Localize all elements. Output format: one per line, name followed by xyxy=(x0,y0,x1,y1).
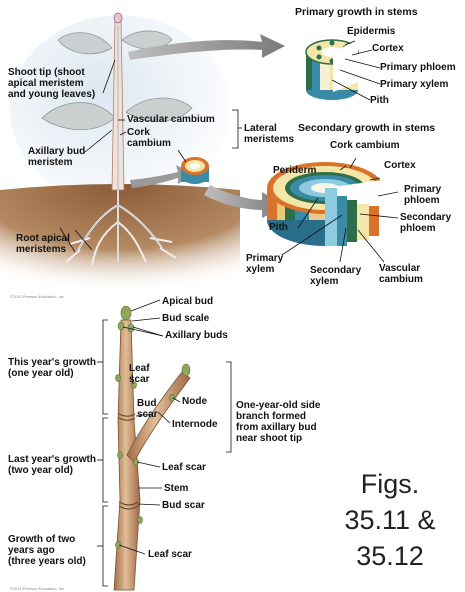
label-vascular-cambium: Vascular cambium xyxy=(127,114,215,125)
bottom-copyright: ©2011 Pearson Education, Inc. xyxy=(10,586,65,591)
label-periderm: Periderm xyxy=(273,165,316,176)
top-copyright: ©2011 Pearson Education, Inc. xyxy=(10,294,65,299)
bracket-two-years-ago xyxy=(103,506,108,586)
secondary-growth-title: Secondary growth in stems xyxy=(298,122,435,134)
bracket-this-year xyxy=(103,320,108,414)
label-pith: Pith xyxy=(370,95,389,106)
shoot-tip xyxy=(114,13,122,23)
label-sec-cork-cambium: Cork cambium xyxy=(330,140,399,151)
label-this-years-growth: This year's growth (one year old) xyxy=(8,357,96,379)
label-bud-scale: Bud scale xyxy=(162,313,209,324)
label-stem: Stem xyxy=(164,483,188,494)
label-bud-scar-1: Bud scar xyxy=(137,398,158,420)
label-epidermis: Epidermis xyxy=(347,26,395,37)
label-sec-cortex: Cortex xyxy=(384,160,416,171)
label-sec-pith: Pith xyxy=(269,222,288,233)
label-apical-bud: Apical bud xyxy=(162,296,213,307)
label-shoot-tip: Shoot tip (shoot apical meristem and you… xyxy=(8,67,95,100)
bracket-side-branch xyxy=(226,362,231,452)
label-primary-xylem: Primary xylem xyxy=(380,79,448,90)
label-leaf-scar-1: Leaf scar xyxy=(129,363,150,385)
label-growth-two-years-ago: Growth of two years ago (three years old… xyxy=(8,534,86,567)
label-secondary-phloem: Secondary phloem xyxy=(400,212,451,234)
label-axillary-buds: Axillary buds xyxy=(165,330,228,341)
label-node: Node xyxy=(182,396,207,407)
primary-growth-title: Primary growth in stems xyxy=(295,6,418,18)
label-cork-cambium: Cork cambium xyxy=(127,127,171,149)
label-sec-primary-xylem: Primary xylem xyxy=(246,253,283,275)
label-leaf-scar-3: Leaf scar xyxy=(148,549,192,560)
label-sec-vascular-cambium: Vascular cambium xyxy=(379,263,423,285)
label-lateral-meristems: Lateral meristems xyxy=(244,123,294,145)
label-root-apical-meristems: Root apical meristems xyxy=(16,233,70,255)
bracket-last-year xyxy=(103,418,108,502)
label-sec-primary-phloem: Primary phloem xyxy=(404,184,441,206)
label-last-years-growth: Last year's growth (two year old) xyxy=(8,454,96,476)
label-cortex: Cortex xyxy=(372,43,404,54)
label-secondary-xylem: Secondary xylem xyxy=(310,265,361,287)
primary-growth-cylinder xyxy=(306,40,358,100)
figure-reference: Figs. 35.11 & 35.12 xyxy=(320,466,460,574)
label-bud-scar-2: Bud scar xyxy=(162,500,205,511)
label-primary-phloem: Primary phloem xyxy=(380,62,456,73)
label-internode: Internode xyxy=(172,419,218,430)
label-leaf-scar-2: Leaf scar xyxy=(162,462,206,473)
label-side-branch: One-year-old side branch formed from axi… xyxy=(236,400,320,444)
label-axillary-bud-meristem: Axillary bud meristem xyxy=(28,146,85,168)
